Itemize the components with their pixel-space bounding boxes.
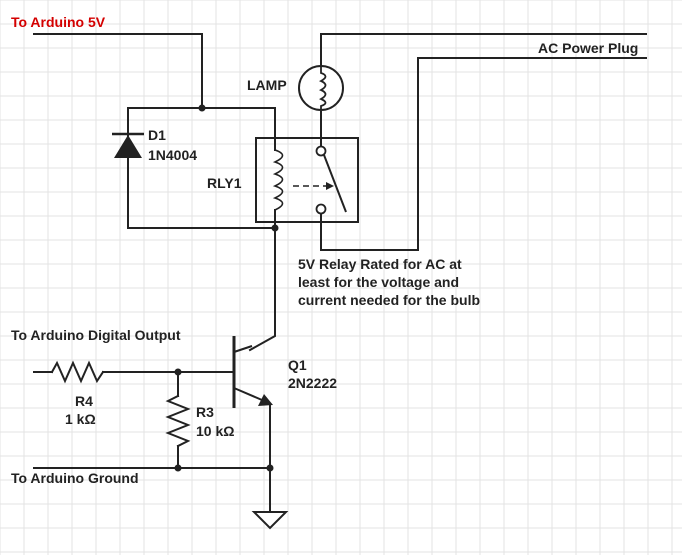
wire-relay-to-ac — [320, 57, 647, 251]
diode-d1-symbol — [112, 132, 144, 158]
wire-coil-to-collector — [248, 227, 276, 352]
label-arduino-ground: To Arduino Ground — [11, 470, 139, 486]
ground-symbol — [251, 511, 289, 530]
label-relay-note-3: current needed for the bulb — [298, 292, 480, 308]
label-r4-value: 1 kΩ — [65, 411, 96, 427]
label-r4-ref: R4 — [75, 393, 93, 409]
label-digital-output: To Arduino Digital Output — [11, 327, 181, 343]
relay-link-arrow — [326, 182, 334, 190]
label-d1-ref: D1 — [148, 127, 166, 143]
label-d1-part: 1N4004 — [148, 147, 197, 163]
wire-diode-top — [127, 107, 276, 141]
resistor-r4-symbol — [50, 360, 105, 384]
label-q1-part: 2N2222 — [288, 375, 337, 391]
label-r3-value: 10 kΩ — [196, 423, 234, 439]
label-q1-ref: Q1 — [288, 357, 307, 373]
label-ac-power-plug: AC Power Plug — [538, 40, 638, 56]
label-r3-ref: R3 — [196, 404, 214, 420]
resistor-r3-symbol — [165, 394, 191, 448]
label-arduino-5v: To Arduino 5V — [11, 14, 106, 30]
label-relay-note-2: least for the voltage and — [298, 274, 459, 290]
relay-rly1-body — [255, 137, 359, 223]
label-lamp: LAMP — [247, 77, 287, 93]
label-rly1: RLY1 — [207, 175, 242, 191]
lamp-symbol — [298, 65, 344, 111]
junction-dot-ground — [266, 464, 274, 472]
label-relay-note-1: 5V Relay Rated for AC at — [298, 256, 462, 272]
relay-switch-contacts — [315, 145, 347, 215]
wire-5v-supply — [33, 33, 203, 109]
